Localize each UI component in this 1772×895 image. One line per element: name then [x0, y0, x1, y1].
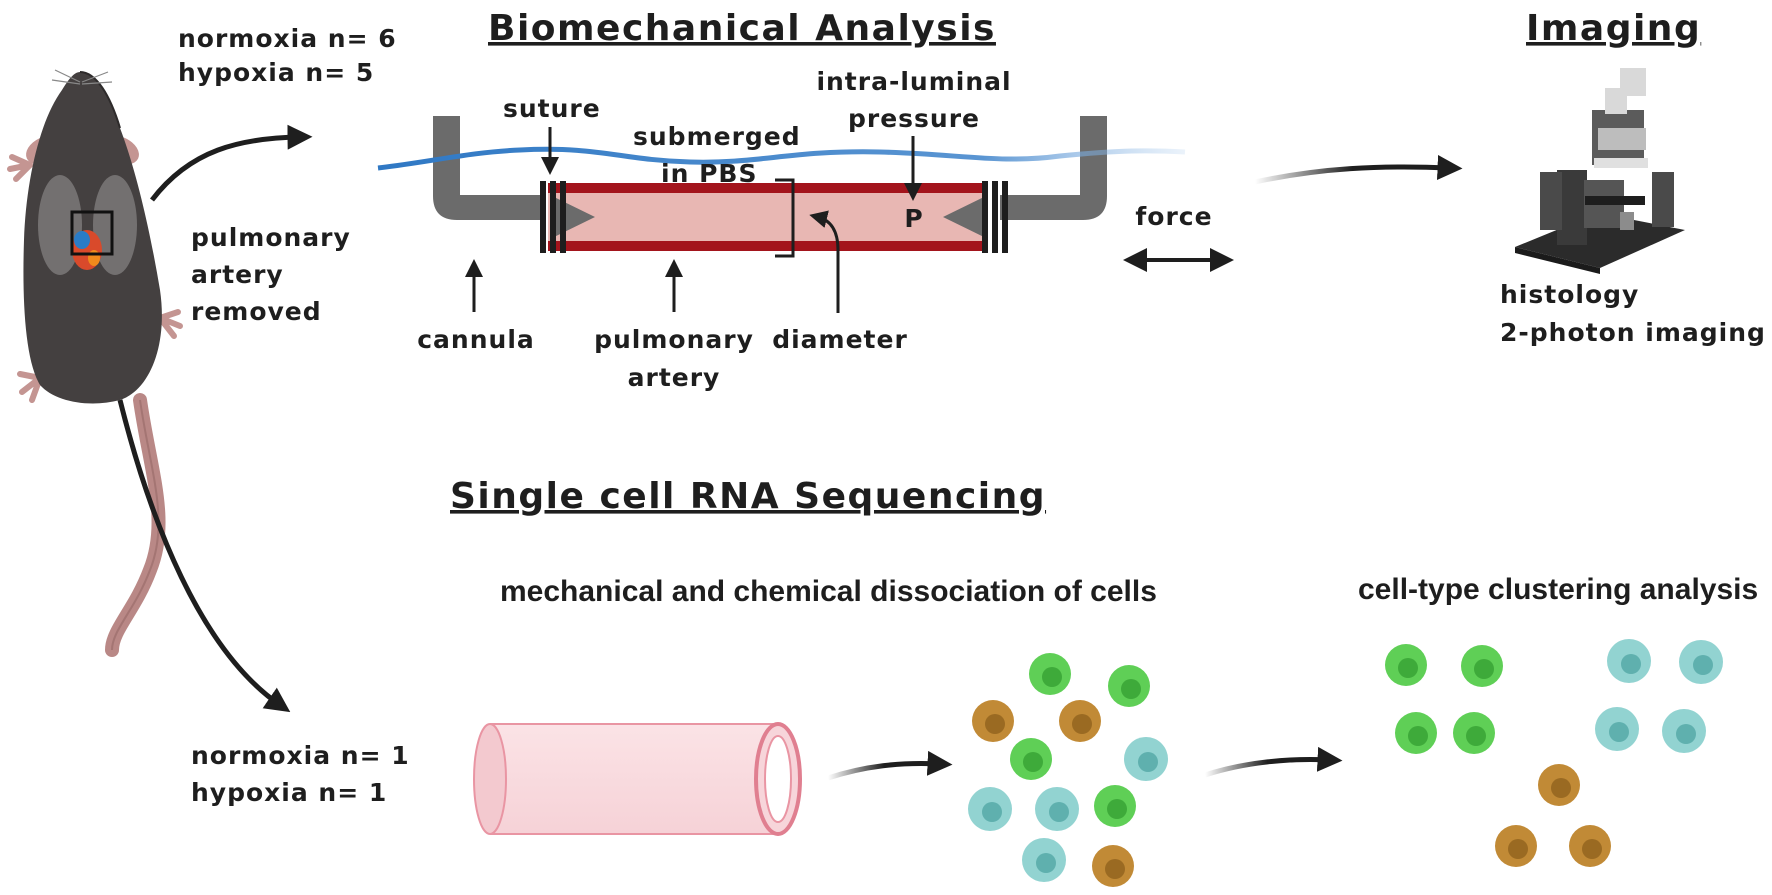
- mouse-illustration: [7, 69, 183, 657]
- label-histology: histology: [1500, 280, 1639, 309]
- mouse-whiskers: [51, 69, 113, 85]
- right-cannula: [1000, 116, 1107, 220]
- pbs-water-line: [377, 146, 1186, 171]
- cell-green: [1461, 645, 1503, 687]
- artery-lumen: [548, 193, 988, 241]
- cell-teal: [1124, 737, 1168, 781]
- step-clustering: cell-type clustering analysis: [1358, 573, 1758, 606]
- hypoxia-group-top: hypoxia n= 5: [178, 58, 374, 87]
- cell-teal: [1035, 787, 1079, 831]
- teal-cluster: [1595, 639, 1723, 753]
- cell-brown: [972, 700, 1014, 742]
- label-force: force: [1135, 202, 1212, 231]
- cell-brown: [1569, 825, 1611, 867]
- left-suture: [540, 181, 566, 253]
- step-dissociation: mechanical and chemical dissociation of …: [500, 575, 1157, 608]
- label-pressure-line2: pressure: [848, 104, 980, 133]
- label-artery-line2: artery: [628, 363, 721, 392]
- cell-green: [1029, 653, 1071, 695]
- cell-teal: [1022, 838, 1066, 882]
- right-suture: [982, 181, 1008, 253]
- dissociated-cells: [968, 653, 1168, 887]
- header-biomechanical-analysis: Biomechanical Analysis: [488, 8, 996, 49]
- normoxia-group-bottom: normoxia n= 1: [191, 741, 410, 770]
- arrow-to-biomechanics: [150, 124, 313, 202]
- clustered-cells: [1385, 639, 1723, 867]
- microscope-illustration: [1515, 68, 1685, 274]
- mouse-lung: [93, 175, 137, 275]
- mouse-foot: [157, 309, 183, 339]
- submerged-bracket: [775, 178, 795, 258]
- normoxia-group-top: normoxia n= 6: [178, 24, 397, 53]
- label-artery-line1: pulmonary: [594, 325, 754, 354]
- label-diameter: diameter: [772, 325, 908, 354]
- cell-brown: [1092, 845, 1134, 887]
- label-suture: suture: [503, 94, 601, 123]
- pressure-symbol: P: [904, 204, 923, 233]
- label-submerged-line1: submerged: [633, 122, 801, 151]
- label-submerged-line2: in PBS: [661, 159, 757, 188]
- cell-teal: [1595, 707, 1639, 751]
- header-imaging: Imaging: [1526, 8, 1701, 49]
- cell-teal: [1662, 709, 1706, 753]
- left-cannula: [433, 116, 540, 220]
- pulmonary-artery-selection-box: [70, 210, 114, 256]
- cell-green: [1385, 644, 1427, 686]
- cell-brown: [1059, 700, 1101, 742]
- mouse-label-line3: removed: [191, 297, 322, 326]
- mouse-label-line2: artery: [191, 260, 284, 289]
- label-two-photon: 2-photon imaging: [1500, 318, 1766, 347]
- cell-green: [1108, 665, 1150, 707]
- green-cluster: [1385, 644, 1503, 754]
- label-pressure-line1: intra-luminal: [816, 67, 1011, 96]
- cell-brown: [1495, 825, 1537, 867]
- mouse-tail: [105, 393, 166, 657]
- mouse-foot: [7, 154, 33, 182]
- arrow-to-dissociated-cells: [827, 750, 953, 781]
- cell-teal: [1679, 640, 1723, 684]
- arrow-to-imaging: [1254, 154, 1463, 185]
- artery-segment-tube: [473, 722, 802, 836]
- diameter-pointer: [809, 210, 840, 313]
- hypoxia-group-bottom: hypoxia n= 1: [191, 778, 387, 807]
- arrow-to-clustering: [1204, 746, 1343, 778]
- cell-green: [1094, 785, 1136, 827]
- cell-green: [1395, 712, 1437, 754]
- header-scrna-seq: Single cell RNA Sequencing: [450, 476, 1046, 517]
- label-cannula: cannula: [417, 325, 535, 354]
- cell-teal: [1607, 639, 1651, 683]
- mouse-heart: [72, 230, 102, 270]
- right-cannula-tip: [943, 195, 988, 239]
- arrow-to-scrna: [117, 399, 291, 713]
- cell-brown: [1538, 764, 1580, 806]
- brown-cluster: [1495, 764, 1611, 867]
- mouse-label-line1: pulmonary: [191, 223, 351, 252]
- cell-green: [1010, 738, 1052, 780]
- cell-green: [1453, 712, 1495, 754]
- cell-teal: [968, 787, 1012, 831]
